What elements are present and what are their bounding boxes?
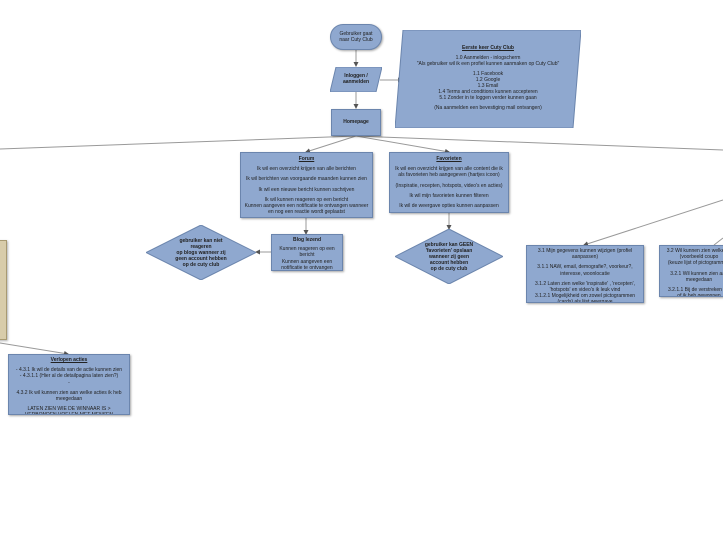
- homepage-box: Homepage: [331, 109, 381, 136]
- start-terminal: Gebruiker gaat naar Cuty Club: [330, 24, 382, 50]
- arrow-verlopen: [0, 342, 69, 356]
- note-box: [0, 240, 7, 340]
- forum-box: Forum Ik wil een overzicht krijgen van a…: [240, 152, 373, 218]
- arrow-home-favorieten: [355, 135, 450, 154]
- arrow-profile: [583, 199, 723, 247]
- verlopen-acties-box: Verlopen acties - 4.3.1 Ik wil de detail…: [8, 354, 130, 415]
- arrow-home-forum: [305, 135, 357, 154]
- line-home-left: [0, 135, 357, 150]
- favorieten-decision-diamond: gebruiker kan GEEN 'favorieten' opslaan …: [395, 229, 503, 284]
- eerste-keer-box: Eerste keer Cuty Club 1.0 Aanmelden - in…: [395, 30, 581, 128]
- profile-box: 3.1 Mijn gegevens kunnen wijzigen (profi…: [526, 245, 644, 303]
- line-home-right: [355, 135, 723, 151]
- login-input-shape: Inloggen / aanmelden: [330, 67, 382, 92]
- blog-decision-diamond: gebruiker kan niet reageren op blogs wan…: [146, 225, 256, 280]
- line-acties: [713, 237, 723, 246]
- acties-box: 3.2 Wil kunnen zien welke ac (voorbeeld …: [659, 245, 723, 297]
- blog-box: Blog lezend Kunnen reageren op een beric…: [271, 234, 343, 271]
- favorieten-box: Favorieten Ik wil een overzicht krijgen …: [389, 152, 509, 213]
